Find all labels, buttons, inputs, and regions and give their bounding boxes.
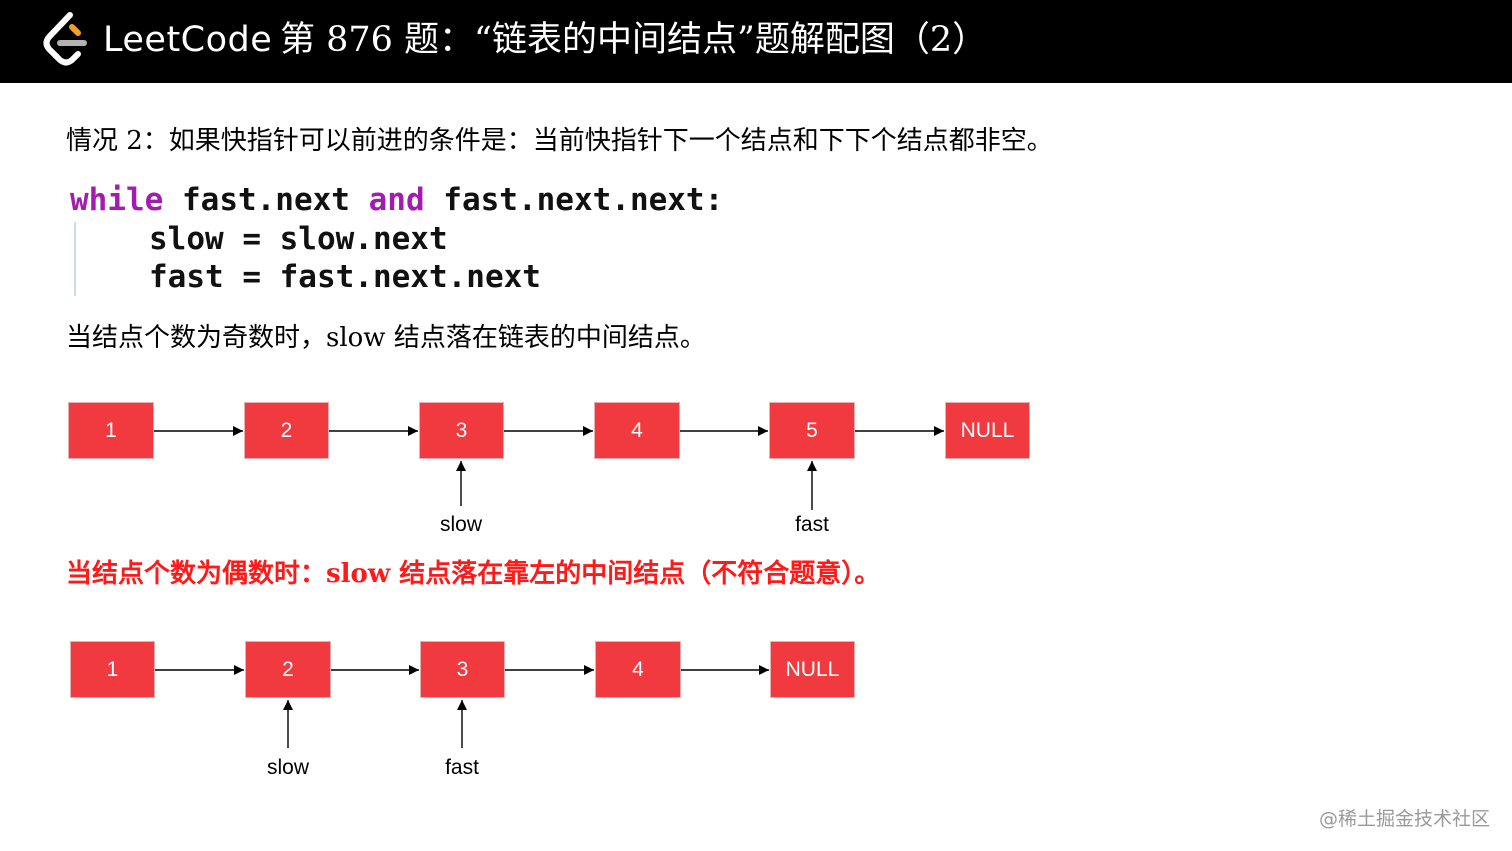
odd-node-3: 3 xyxy=(419,402,504,459)
code-indent-guide xyxy=(74,222,76,296)
even-node-3: 3 xyxy=(420,641,505,698)
odd-case-caption: 当结点个数为奇数时，slow 结点落在链表的中间结点。 xyxy=(66,323,706,353)
even-fast-label: fast xyxy=(445,756,479,779)
odd-node-1: 1 xyxy=(68,402,154,459)
even-node-null: NULL xyxy=(770,641,855,698)
code-line-3: fast = fast.next.next xyxy=(149,259,541,295)
code-line-1: while fast.next and fast.next.next: xyxy=(70,181,723,220)
leetcode-logo-icon xyxy=(43,12,87,66)
odd-node-5: 5 xyxy=(769,402,855,459)
odd-node-2: 2 xyxy=(244,402,329,459)
code-block: while fast.next and fast.next.next: slow… xyxy=(70,181,723,297)
code-condition-b: fast.next.next: xyxy=(424,182,724,218)
keyword-and: and xyxy=(368,182,425,218)
header-bar: LeetCode 第 876 题：“链表的中间结点”题解配图（2） xyxy=(0,0,1512,83)
even-node-1: 1 xyxy=(70,641,155,698)
even-case-caption: 当结点个数为偶数时：slow 结点落在靠左的中间结点（不符合题意）。 xyxy=(66,559,881,589)
odd-slow-label: slow xyxy=(439,513,483,536)
odd-node-null: NULL xyxy=(945,402,1030,459)
even-slow-label: slow xyxy=(266,756,310,779)
odd-node-4: 4 xyxy=(594,402,680,459)
brand-name: LeetCode xyxy=(103,20,273,60)
intro-text: 情况 2：如果快指针可以前进的条件是：当前快指针下一个结点和下下个结点都非空。 xyxy=(66,126,1053,156)
even-node-4: 4 xyxy=(595,641,681,698)
even-node-2: 2 xyxy=(245,641,331,698)
watermark: @稀土掘金技术社区 xyxy=(1318,808,1490,830)
keyword-while: while xyxy=(70,182,164,218)
odd-fast-label: fast xyxy=(795,513,829,536)
page-title: 第 876 题：“链表的中间结点”题解配图（2） xyxy=(280,20,988,60)
code-line-2: slow = slow.next xyxy=(149,220,448,257)
code-condition-a: fast.next xyxy=(163,182,369,218)
